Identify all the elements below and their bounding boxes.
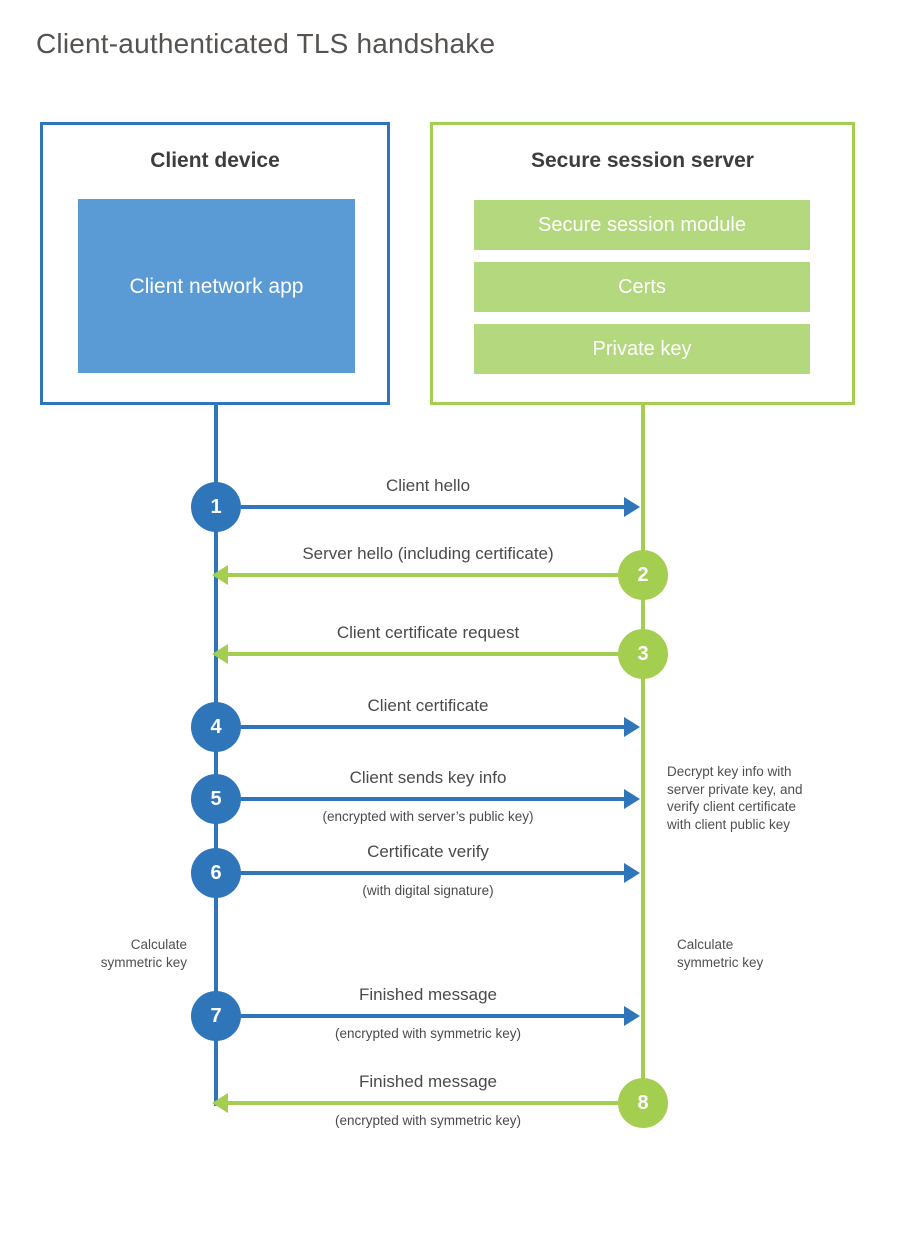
step-5-label: Client sends key info <box>349 768 507 787</box>
step-8-arrowhead-left <box>212 1093 228 1113</box>
step-6-circle: 6 <box>191 848 241 898</box>
step-2-arrowhead-left <box>212 565 228 585</box>
server-module-private-key: Private key <box>474 324 810 374</box>
note-decrypt-key-info: Decrypt key info with server private key… <box>667 764 803 832</box>
step-6-sublabel: (with digital signature) <box>362 883 494 898</box>
step-2-arrow-line <box>228 573 618 577</box>
client-network-app-box: Client network app <box>78 199 355 373</box>
secure-session-server-title: Secure session server <box>531 149 754 172</box>
step-8-sublabel: (encrypted with symmetric key) <box>334 1113 522 1128</box>
secure-session-server-box: Secure session server Secure session mod… <box>430 122 855 405</box>
page-title: Client-authenticated TLS handshake <box>36 28 496 59</box>
step-1-circle: 1 <box>191 482 241 532</box>
step-1-label: Client hello <box>385 476 471 495</box>
step-7-arrow-line <box>241 1014 624 1018</box>
step-4-arrowhead-right <box>624 717 640 737</box>
client-lifeline <box>214 402 218 1106</box>
step-3-arrow-line <box>228 652 618 656</box>
step-4-label: Client certificate <box>367 696 489 715</box>
server-module-secure-session: Secure session module <box>474 200 810 250</box>
step-2-label: Server hello (including certificate) <box>302 544 554 563</box>
server-module-certs: Certs <box>474 262 810 312</box>
step-6-arrowhead-right <box>624 863 640 883</box>
step-8-circle: 8 <box>618 1078 668 1128</box>
step-8-arrow-line <box>228 1101 618 1105</box>
note-calculate-symmetric-key-client: Calculate symmetric key <box>100 937 187 970</box>
step-5-sublabel: (encrypted with server’s public key) <box>322 809 534 824</box>
step-4-circle: 4 <box>191 702 241 752</box>
client-device-title: Client device <box>150 149 280 172</box>
step-3-circle: 3 <box>618 629 668 679</box>
client-device-box: Client device Client network app <box>40 122 390 405</box>
step-5-circle: 5 <box>191 774 241 824</box>
step-6-arrow-line <box>241 871 624 875</box>
step-7-circle: 7 <box>191 991 241 1041</box>
step-1-arrowhead-right <box>624 497 640 517</box>
server-lifeline <box>641 402 645 1092</box>
step-2-circle: 2 <box>618 550 668 600</box>
step-5-arrowhead-right <box>624 789 640 809</box>
step-1-arrow-line <box>241 505 624 509</box>
step-7-label: Finished message <box>359 985 497 1004</box>
step-3-arrowhead-left <box>212 644 228 664</box>
step-7-sublabel: (encrypted with symmetric key) <box>334 1026 522 1041</box>
step-7-arrowhead-right <box>624 1006 640 1026</box>
step-4-arrow-line <box>241 725 624 729</box>
client-network-app-label: Client network app <box>129 274 304 298</box>
step-8-label: Finished message <box>359 1072 497 1091</box>
step-3-label: Client certificate request <box>336 623 520 642</box>
note-calculate-symmetric-key-server: Calculate symmetric key <box>677 937 764 970</box>
step-6-label: Certificate verify <box>367 842 489 861</box>
step-5-arrow-line <box>241 797 624 801</box>
